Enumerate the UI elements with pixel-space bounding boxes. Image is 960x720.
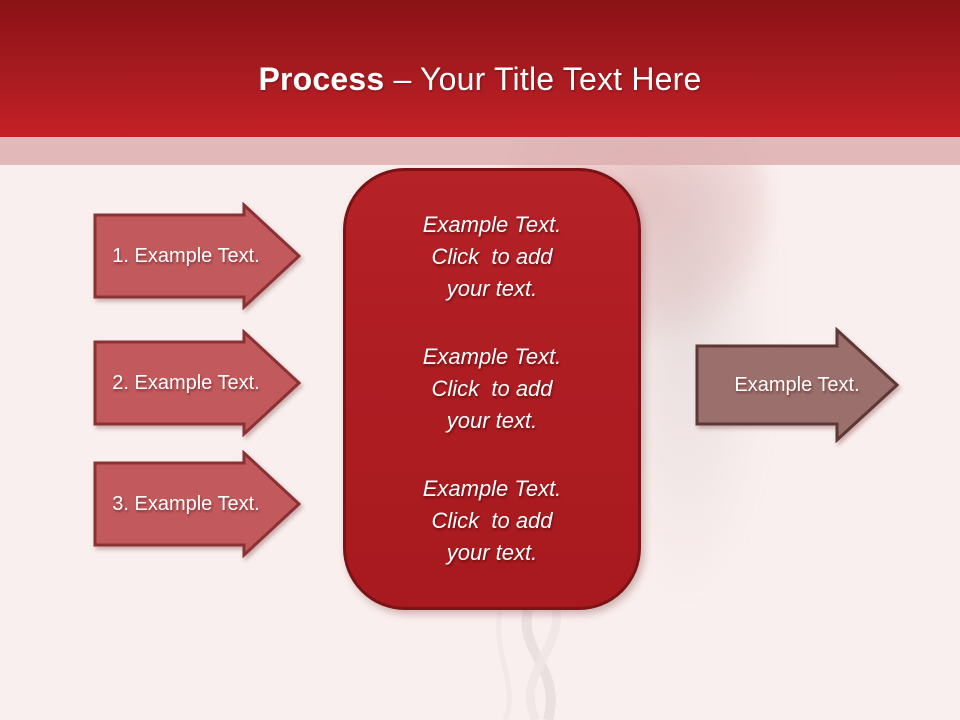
process-arrow-result[interactable]: Example Text. xyxy=(695,327,899,443)
center-text-paragraph-3[interactable]: Example Text. Click to add your text. xyxy=(422,476,562,565)
center-text-paragraph-2[interactable]: Example Text. Click to add your text. xyxy=(422,344,562,433)
process-arrow-1[interactable]: 1. Example Text. xyxy=(93,202,303,310)
process-arrow-2[interactable]: 2. Example Text. xyxy=(93,329,303,437)
right-arrow-shape-icon xyxy=(695,327,899,443)
center-text-paragraph-1[interactable]: Example Text. Click to add your text. xyxy=(422,212,562,301)
center-text-box[interactable]: Example Text. Click to add your text. Ex… xyxy=(343,168,641,610)
slide-header: Process – Your Title Text Here xyxy=(0,0,960,137)
slide-title-bold: Process xyxy=(258,61,385,97)
process-arrow-3[interactable]: 3. Example Text. xyxy=(93,450,303,558)
right-arrow-shape-icon xyxy=(93,450,302,558)
slide-title[interactable]: Process – Your Title Text Here xyxy=(258,39,701,98)
right-arrow-shape-icon xyxy=(93,329,302,437)
slide-title-rest: – Your Title Text Here xyxy=(384,61,702,97)
right-arrow-shape-icon xyxy=(93,202,302,310)
header-accent-band xyxy=(0,137,960,165)
